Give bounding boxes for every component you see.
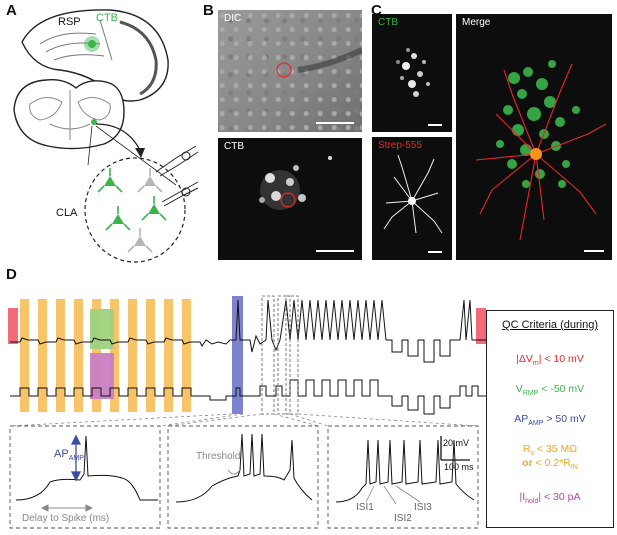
merge-label: Merge	[462, 17, 491, 28]
qc-c3-post: > 50 mV	[543, 413, 586, 425]
rsp-label: RSP	[58, 16, 81, 28]
isi3-label: ISI3	[414, 502, 432, 513]
qc-ap-amp: APAMP > 50 mV	[487, 413, 613, 430]
threshold-label: Threshold	[196, 451, 241, 462]
panel-label-c: C	[371, 2, 382, 19]
qc-delta-vm: |ΔVm| < 10 mV	[487, 353, 613, 370]
qc-c4b-pre: < 0.2*R	[532, 457, 571, 469]
vrmp-highlight	[90, 309, 114, 349]
qc-c4a-pre: R	[522, 443, 531, 455]
delta-vm-bar-left	[8, 308, 18, 344]
qc-title: QC Criteria (during)	[502, 319, 598, 331]
neuron-grey-1	[137, 168, 163, 193]
panel-label-d: D	[6, 266, 17, 283]
qc-c3-sub: AMP	[528, 420, 544, 428]
qc-c4b-or: or	[522, 457, 533, 469]
strep-label: Strep-555	[378, 140, 422, 151]
isi1-label: ISI1	[356, 502, 374, 513]
delay-arrow	[40, 504, 94, 512]
strep-image: Strep-555	[372, 137, 452, 260]
ap-amp-highlight	[232, 296, 243, 414]
patch-pipette-1	[155, 145, 199, 177]
ap-amp-arrow	[70, 434, 82, 482]
coronal-section	[13, 78, 125, 150]
patched-cell-marker-ctb	[280, 192, 296, 208]
qc-rin: or < 0.2*RIN	[487, 457, 613, 474]
qc-c1-post: | < 10 mV	[538, 353, 584, 365]
qc-rs: Rs < 35 MΩ	[487, 443, 613, 460]
qc-c4a-post: < 35 MΩ	[533, 443, 578, 455]
isi2-label: ISI2	[394, 513, 412, 524]
neuron-green-3	[141, 196, 167, 221]
dic-scalebar	[316, 122, 354, 124]
inset-threshold	[167, 425, 319, 529]
qc-ihold: |Ihold| < 30 pA	[487, 491, 613, 508]
delta-vm-bar-right	[476, 308, 486, 344]
scale-bar	[440, 436, 470, 461]
inset-threshold-trace	[175, 433, 313, 503]
dic-image: DIC	[218, 10, 362, 132]
neuron-green-2	[105, 206, 131, 231]
qc-c2-sub: RMP	[522, 390, 539, 398]
claustrum-inset	[84, 157, 186, 263]
qc-c2-pre: V	[515, 383, 523, 395]
ctb-scalebar-b	[316, 250, 354, 252]
neuron-grey-2	[127, 228, 153, 253]
ap-amp-sub: AMP	[68, 455, 84, 463]
ctb-label-b: CTB	[224, 141, 244, 152]
qc-c5-post: | < 30 pA	[538, 491, 581, 503]
qc-c4b-sub: IN	[570, 464, 578, 472]
delay-label: Delay to Spike (ms)	[22, 513, 110, 524]
claustrum-label-site	[91, 119, 97, 125]
neuron-green-1	[97, 168, 123, 193]
current-trace-bottom	[10, 379, 486, 415]
inset-ap-trace	[15, 435, 158, 501]
qc-c5-sub: hold	[525, 498, 539, 506]
qc-c1-sub: m	[532, 360, 539, 368]
selection-boxes	[261, 295, 299, 415]
brain-schematic	[13, 9, 199, 263]
qc-c4a-sub: s	[530, 450, 534, 458]
qc-criteria-box: QC Criteria (during) |ΔVm| < 10 mV VRMP …	[486, 310, 614, 528]
cla-label: CLA	[56, 207, 78, 219]
strep-scalebar	[428, 251, 442, 253]
dic-label: DIC	[224, 13, 242, 24]
protocol-traces	[8, 295, 486, 529]
qc-c5-pre: |I	[519, 491, 526, 503]
qc-c2-post: < -50 mV	[538, 383, 585, 395]
panel-label-b: B	[203, 2, 214, 19]
inset-isi-trace	[335, 439, 475, 503]
ap-amp-label: APAMP	[54, 448, 84, 462]
merge-image: Merge	[456, 14, 612, 260]
panel-label-a: A	[6, 2, 17, 19]
qc-c3-pre: AP	[514, 413, 529, 425]
ctb-image-c: CTB	[372, 14, 452, 132]
qc-vrmp: VRMP < -50 mV	[487, 383, 613, 400]
ctb-label-a: CTB	[96, 12, 118, 24]
qc-c1-pre: |ΔV	[516, 353, 533, 365]
patch-pipette-2	[161, 181, 199, 207]
ap-amp-main: AP	[54, 448, 69, 460]
merge-scalebar	[584, 250, 604, 252]
scale-t-label: 100 ms	[444, 462, 474, 472]
patched-cell-marker-dic	[276, 62, 292, 78]
scale-v-label: 20 mV	[443, 438, 470, 448]
ctb-label-c: CTB	[378, 17, 398, 28]
ctb-scalebar-c	[428, 124, 442, 126]
ctb-image-b: CTB	[218, 138, 362, 260]
